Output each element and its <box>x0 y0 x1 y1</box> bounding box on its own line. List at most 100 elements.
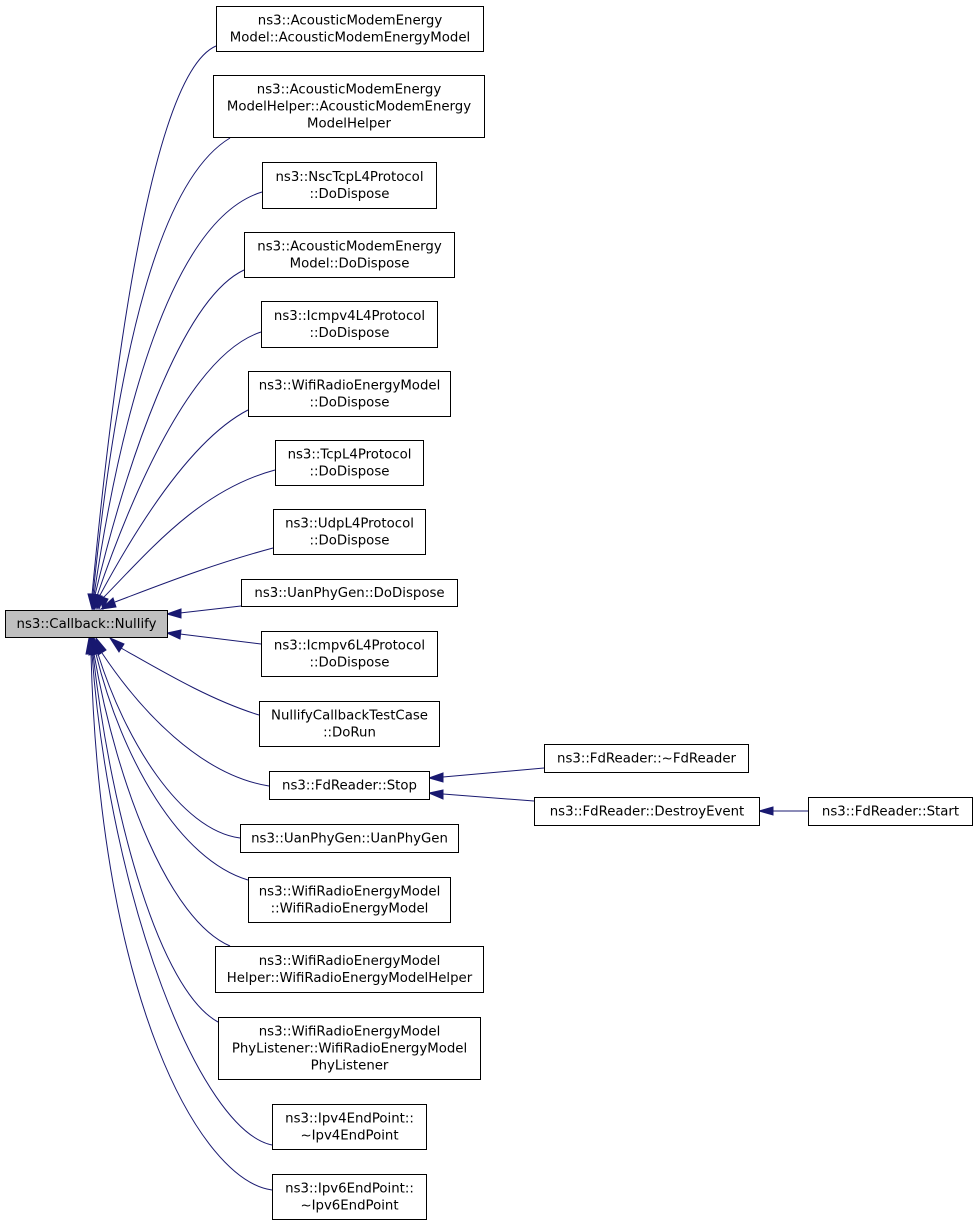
edge-ipv6endpoint-dtor-arrowhead <box>85 636 96 655</box>
node-fdreader-dtor-box <box>544 744 749 773</box>
node-fdreader-start-box <box>808 797 973 826</box>
node-nullify-testcase-dorun-label: NullifyCallbackTestCase <box>271 709 428 724</box>
node-wifiradio-ctor-label: ::WifiRadioEnergyModel <box>271 902 429 917</box>
node-ipv4endpoint-dtor-label: ~Ipv4EndPoint <box>300 1129 398 1144</box>
edge-ipv4endpoint-dtor-line <box>91 653 273 1146</box>
node-icmpv6-dodispose-label: ns3::Icmpv6L4Protocol <box>274 639 425 654</box>
edge-fdreader-destroyevent <box>427 789 535 802</box>
node-fdreader-destroyevent-label: ns3::FdReader::DestroyEvent <box>550 805 744 820</box>
edge-acoustic-helper-ctor <box>88 137 231 611</box>
node-acoustic-helper-ctor-label: ns3::AcousticModemEnergy <box>257 83 442 98</box>
node-nsctcp-dodispose-label: ns3::NscTcpL4Protocol <box>275 170 423 185</box>
node-wifiradio-helper-ctor-label: ns3::WifiRadioEnergyModel <box>259 954 441 969</box>
node-nullify-testcase-dorun-label: ::DoRun <box>323 726 376 741</box>
node-fdreader-start[interactable]: ns3::FdReader::Start <box>808 797 973 826</box>
node-wifiradio-ctor[interactable]: ns3::WifiRadioEnergyModel::WifiRadioEner… <box>248 877 451 923</box>
node-nsctcp-dodispose-box <box>262 162 437 209</box>
node-udp-dodispose-box <box>273 509 426 555</box>
node-udp-dodispose[interactable]: ns3::UdpL4Protocol::DoDispose <box>273 509 426 555</box>
node-acoustic-helper-ctor-label: ModelHelper::AcousticModemEnergy <box>227 100 471 115</box>
edge-wifiradio-helper-ctor <box>88 636 231 947</box>
node-uanphygen-dodispose[interactable]: ns3::UanPhyGen::DoDispose <box>241 579 458 607</box>
node-callback-nullify-label: ns3::Callback::Nullify <box>17 617 157 632</box>
node-icmpv6-dodispose-box <box>261 631 438 677</box>
node-icmpv4-dodispose[interactable]: ns3::Icmpv4L4Protocol::DoDispose <box>261 301 438 348</box>
edge-icmpv4-dodispose-line <box>96 331 262 597</box>
node-acoustic-dodispose-label: Model::DoDispose <box>290 257 410 272</box>
node-ipv6endpoint-dtor-box <box>272 1174 427 1220</box>
node-ipv6endpoint-dtor-label: ~Ipv6EndPoint <box>300 1199 398 1214</box>
node-fdreader-stop[interactable]: ns3::FdReader::Stop <box>269 771 430 800</box>
node-wifiradio-phylistener-ctor-label: PhyListener <box>311 1059 389 1074</box>
edge-tcp-dodispose <box>98 469 276 611</box>
node-fdreader-dtor[interactable]: ns3::FdReader::~FdReader <box>544 744 749 773</box>
node-callback-nullify[interactable]: ns3::Callback::Nullify <box>5 610 168 638</box>
node-wifiradio-phylistener-ctor-label: ns3::WifiRadioEnergyModel <box>259 1025 441 1040</box>
node-fdreader-stop-box <box>269 771 430 800</box>
edge-acoustic-helper-ctor-line <box>92 137 231 596</box>
edge-nsctcp-dodispose-line <box>93 191 263 596</box>
node-tcp-dodispose-label: ns3::TcpL4Protocol <box>288 448 412 463</box>
node-nsctcp-dodispose-label: ::DoDispose <box>310 187 390 202</box>
node-acoustic-helper-ctor-box <box>213 75 485 138</box>
node-udp-dodispose-label: ::DoDispose <box>310 534 390 549</box>
edge-nullify-testcase-dorun-arrowhead <box>108 636 125 653</box>
node-ipv6endpoint-dtor-label: ns3::Ipv6EndPoint:: <box>285 1182 414 1197</box>
edge-udp-dodispose-line <box>114 547 274 603</box>
node-acoustic-helper-ctor-label: ModelHelper <box>307 117 391 132</box>
node-wifiradio-helper-ctor-box <box>215 946 484 993</box>
node-acoustic-dodispose-label: ns3::AcousticModemEnergy <box>257 240 442 255</box>
node-ipv6endpoint-dtor[interactable]: ns3::Ipv6EndPoint::~Ipv6EndPoint <box>272 1174 427 1220</box>
node-icmpv6-dodispose-label: ::DoDispose <box>310 656 390 671</box>
node-fdreader-destroyevent-box <box>534 797 760 826</box>
edge-fdreader-dtor-arrowhead <box>427 772 444 783</box>
graph-nodes: ns3::Callback::Nullify ns3::AcousticModem… <box>5 6 973 1220</box>
node-acoustic-ctor-box <box>216 6 484 52</box>
node-wifiradio-phylistener-ctor[interactable]: ns3::WifiRadioEnergyModelPhyListener::Wi… <box>218 1017 481 1080</box>
node-wifiradio-dodispose[interactable]: ns3::WifiRadioEnergyModel::DoDispose <box>248 371 451 417</box>
node-nullify-testcase-dorun[interactable]: NullifyCallbackTestCase::DoRun <box>259 701 440 747</box>
node-acoustic-helper-ctor[interactable]: ns3::AcousticModemEnergyModelHelper::Aco… <box>213 75 485 138</box>
edge-wifiradio-ctor <box>90 636 249 881</box>
edge-uanphygen-dodispose-line <box>179 605 242 614</box>
node-uanphygen-ctor-box <box>240 824 459 853</box>
edge-fdreader-destroyevent-arrowhead <box>427 789 444 800</box>
node-acoustic-ctor-label: Model::AcousticModemEnergyModel <box>230 31 470 46</box>
node-tcp-dodispose-box <box>275 440 424 486</box>
edge-nullify-testcase-dorun-line <box>120 647 260 716</box>
edge-uanphygen-ctor-line <box>97 653 241 839</box>
node-acoustic-ctor[interactable]: ns3::AcousticModemEnergyModel::AcousticM… <box>216 6 484 52</box>
node-acoustic-ctor-label: ns3::AcousticModemEnergy <box>258 14 443 29</box>
node-wifiradio-helper-ctor[interactable]: ns3::WifiRadioEnergyModelHelper::WifiRad… <box>215 946 484 993</box>
edge-ipv6endpoint-dtor <box>85 636 273 1191</box>
edge-wifiradio-helper-ctor-line <box>93 653 231 947</box>
node-ipv4endpoint-dtor[interactable]: ns3::Ipv4EndPoint::~Ipv4EndPoint <box>272 1104 427 1150</box>
node-icmpv6-dodispose[interactable]: ns3::Icmpv6L4Protocol::DoDispose <box>261 631 438 677</box>
node-wifiradio-ctor-label: ns3::WifiRadioEnergyModel <box>259 885 441 900</box>
edge-ipv6endpoint-dtor-line <box>90 653 273 1191</box>
node-uanphygen-ctor[interactable]: ns3::UanPhyGen::UanPhyGen <box>240 824 459 853</box>
edge-wifiradio-phylistener-ctor-line <box>92 653 219 1023</box>
edge-nsctcp-dodispose <box>89 191 263 611</box>
node-wifiradio-phylistener-ctor-label: PhyListener::WifiRadioEnergyModel <box>232 1042 467 1057</box>
node-nullify-testcase-dorun-box <box>259 701 440 747</box>
node-uanphygen-ctor-label: ns3::UanPhyGen::UanPhyGen <box>251 832 448 847</box>
node-acoustic-dodispose[interactable]: ns3::AcousticModemEnergyModel::DoDispose <box>244 232 455 278</box>
node-fdreader-start-label: ns3::FdReader::Start <box>822 805 959 820</box>
node-acoustic-dodispose-box <box>244 232 455 278</box>
node-icmpv4-dodispose-label: ::DoDispose <box>310 326 390 341</box>
node-wifiradio-ctor-box <box>248 877 451 923</box>
node-wifiradio-phylistener-ctor-box <box>218 1017 481 1080</box>
node-udp-dodispose-label: ns3::UdpL4Protocol <box>285 517 414 532</box>
edge-fdreader-dtor <box>427 767 545 783</box>
edge-wifiradio-ctor-line <box>95 653 249 881</box>
node-fdreader-destroyevent[interactable]: ns3::FdReader::DestroyEvent <box>534 797 760 826</box>
edge-fdreader-start-arrowhead <box>757 806 774 816</box>
edge-fdreader-stop <box>95 636 270 787</box>
edge-udp-dodispose-arrowhead <box>99 597 117 610</box>
node-nsctcp-dodispose[interactable]: ns3::NscTcpL4Protocol::DoDispose <box>262 162 437 209</box>
edge-icmpv4-dodispose <box>92 331 262 611</box>
edge-fdreader-start <box>757 806 808 816</box>
node-tcp-dodispose[interactable]: ns3::TcpL4Protocol::DoDispose <box>275 440 424 486</box>
